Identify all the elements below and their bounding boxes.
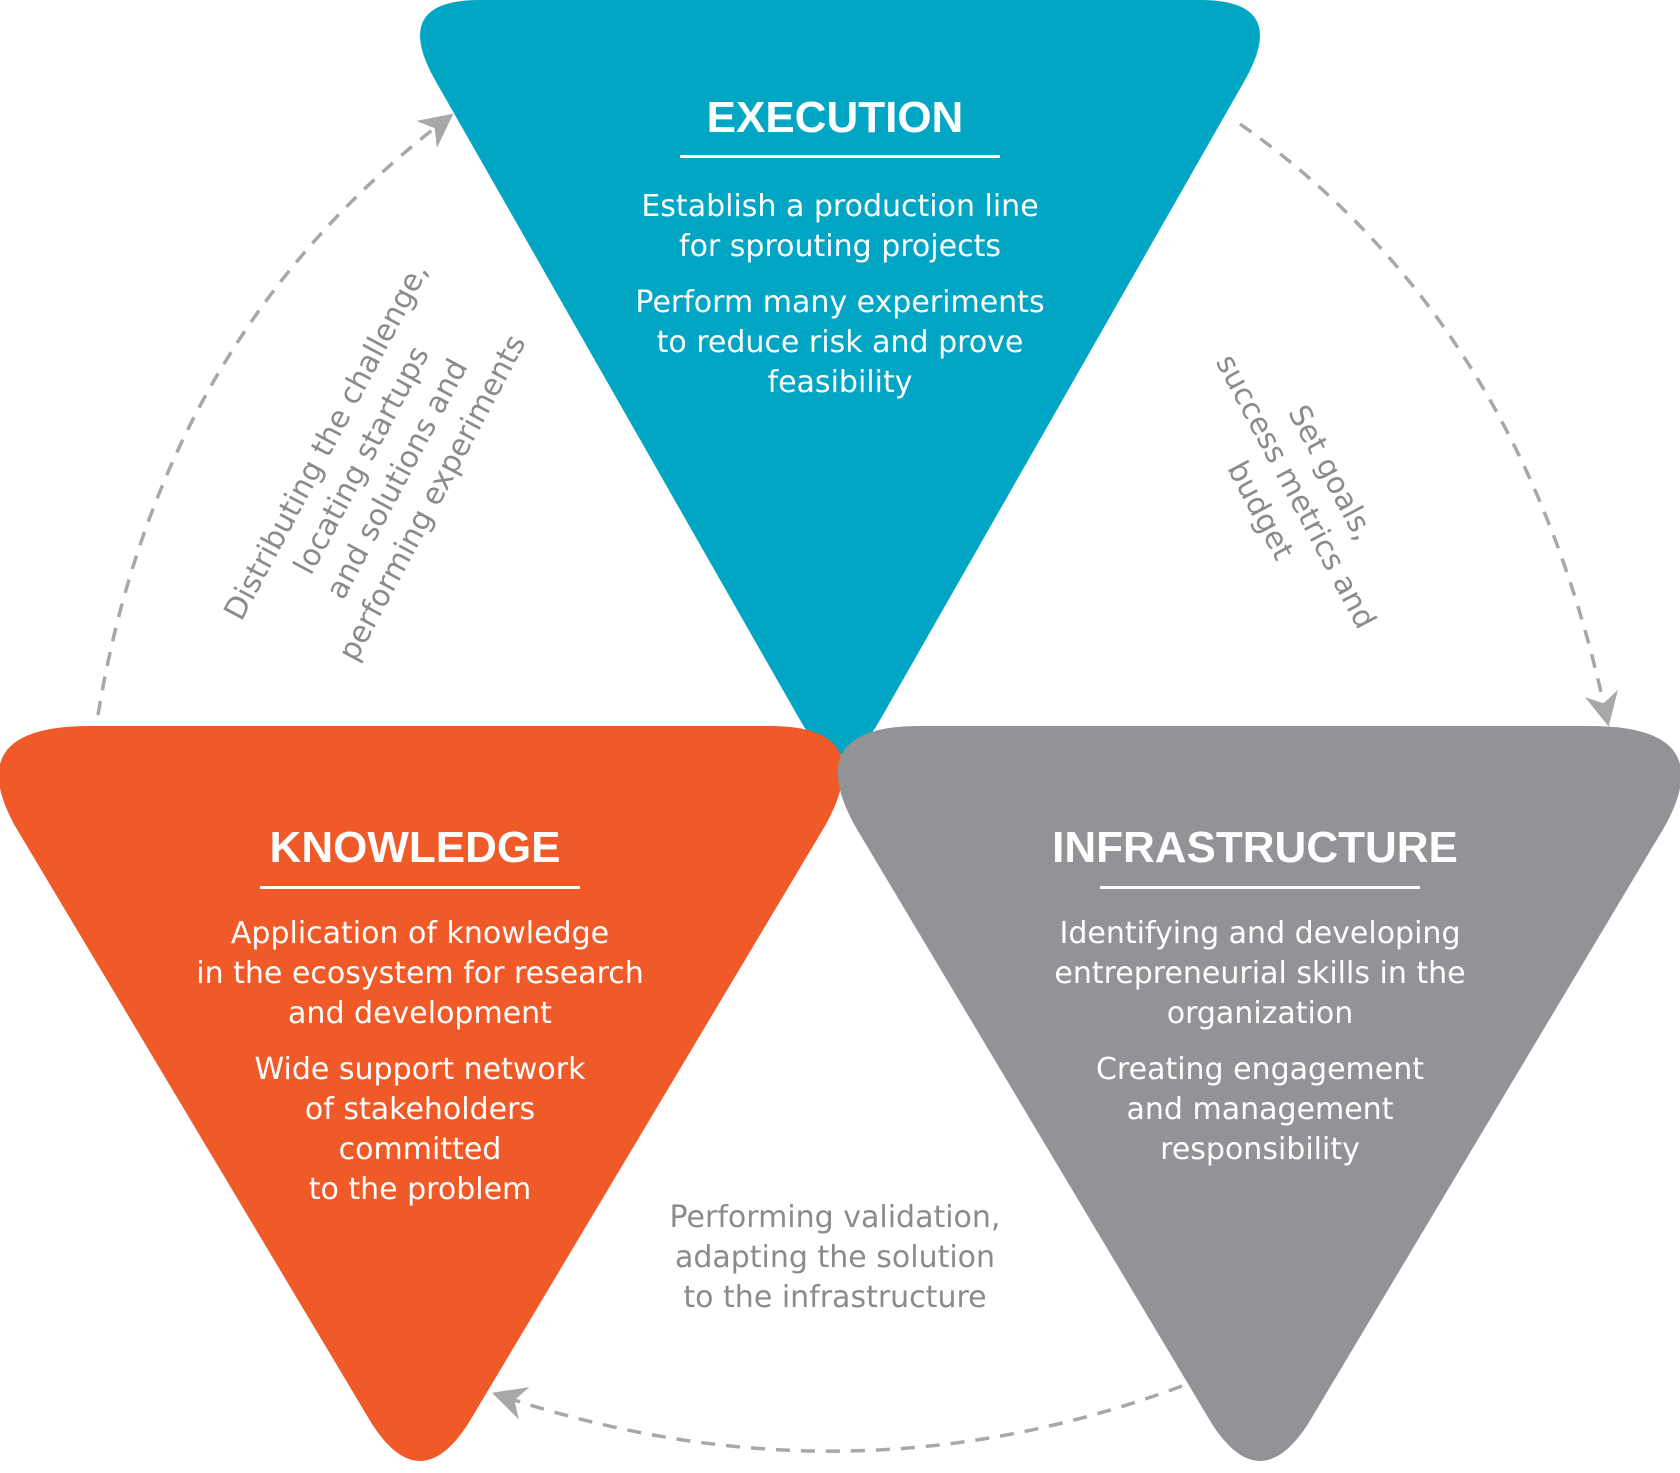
knowledge-title: KNOWLEDGE	[269, 823, 561, 872]
infrastructure-title-underline	[1100, 886, 1420, 889]
execution-title-underline	[680, 155, 1000, 158]
knowledge-description: Application of knowledge in the ecosyste…	[160, 914, 680, 1226]
infrastructure-triangle	[837, 726, 1680, 1461]
connector-knowledge-to-execution	[96, 113, 454, 716]
execution-point: Perform many experiments to reduce risk …	[635, 285, 1045, 400]
connector-execution-to-infrastructure	[1238, 122, 1618, 727]
execution-point: Establish a production line for sproutin…	[641, 189, 1039, 264]
knowledge-point: Wide support network of stakeholders com…	[254, 1052, 586, 1207]
infrastructure-point: Creating engagement and management respo…	[1095, 1052, 1424, 1167]
execution-triangle	[420, 0, 1260, 755]
connector-label-infrastructure-to-knowledge: Performing validation, adapting the solu…	[669, 1200, 1001, 1315]
infrastructure-point: Identifying and developing entrepreneuri…	[1054, 916, 1466, 1031]
connector-infrastructure-to-knowledge	[491, 1384, 1183, 1453]
knowledge-title-underline	[260, 886, 580, 889]
infrastructure-description: Identifying and developing entrepreneuri…	[1000, 914, 1520, 1186]
execution-title: EXECUTION	[706, 93, 964, 142]
knowledge-triangle	[0, 726, 844, 1461]
knowledge-point: Application of knowledge in the ecosyste…	[196, 916, 644, 1031]
execution-description: Establish a production line for sproutin…	[580, 187, 1100, 419]
infrastructure-title: INFRASTRUCTURE	[1052, 823, 1458, 872]
